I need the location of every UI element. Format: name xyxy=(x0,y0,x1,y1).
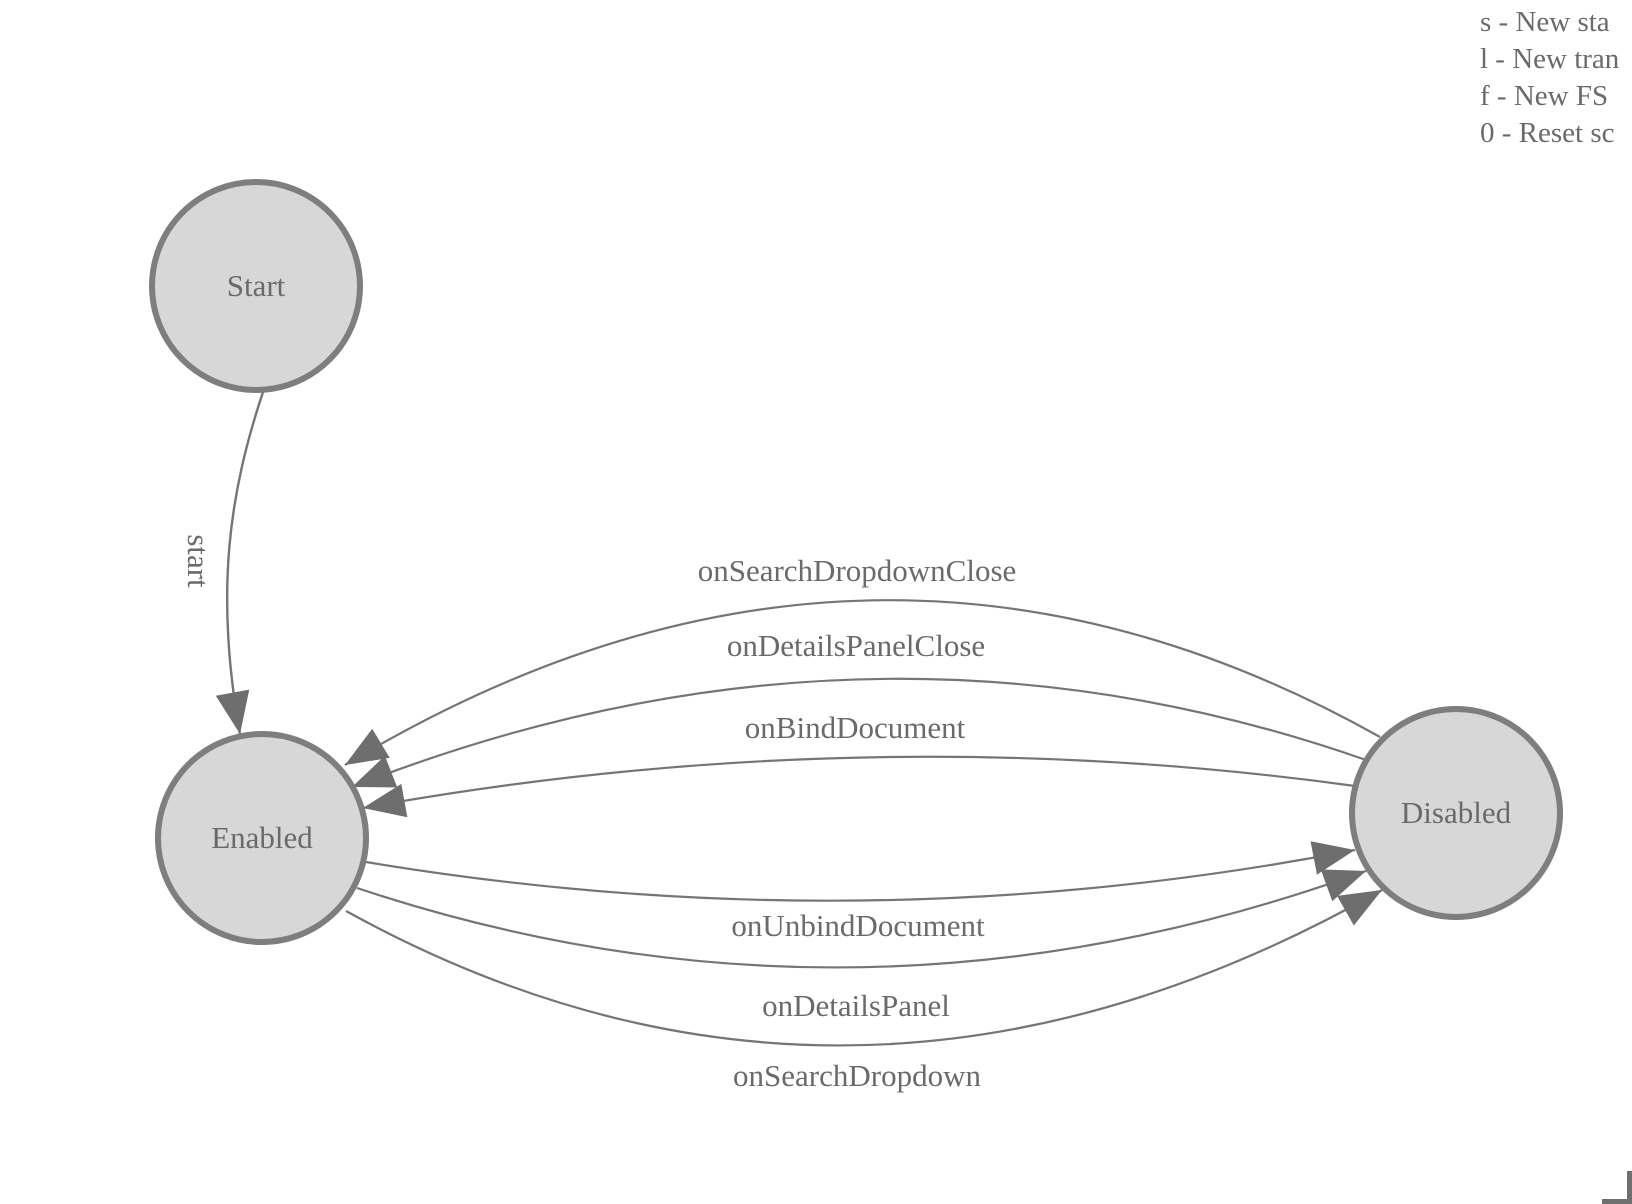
corner-bracket-vertical xyxy=(1627,1171,1632,1204)
state-label: Disabled xyxy=(1400,795,1512,830)
edge-onUnbindDocument xyxy=(365,841,1356,902)
edge-onDetailsPanel xyxy=(356,869,1367,969)
edge-label-onDetailsPanel: onDetailsPanel xyxy=(762,988,950,1023)
edge-label-onDetailsPanelClose: onDetailsPanelClose xyxy=(726,628,986,663)
state-node-disabled[interactable]: Disabled xyxy=(1349,706,1563,920)
edge-onSearchDropdown xyxy=(345,889,1383,1047)
legend-item: f - New FS xyxy=(1480,80,1609,112)
edge-label-start: start xyxy=(181,534,216,588)
edge-onSearchDropdownClose xyxy=(344,599,1381,766)
legend-item: 0 - Reset sc xyxy=(1480,117,1615,149)
state-node-start[interactable]: Start xyxy=(149,179,363,393)
edge-onBindDocument xyxy=(362,755,1356,818)
edge-onDetailsPanelClose xyxy=(351,677,1367,789)
legend-item: s - New sta xyxy=(1480,6,1610,38)
state-label: Enabled xyxy=(211,820,313,855)
edge-label-onBindDocument: onBindDocument xyxy=(744,710,966,745)
corner-bracket-horizontal xyxy=(1602,1199,1632,1204)
edge-start xyxy=(215,388,266,735)
state-node-enabled[interactable]: Enabled xyxy=(155,731,369,945)
edge-label-onSearchDropdownClose: onSearchDropdownClose xyxy=(697,553,1017,588)
shortcut-legend: s - New sta l - New tran f - New FS 0 - … xyxy=(1480,4,1619,152)
state-label: Start xyxy=(226,268,286,303)
legend-item: l - New tran xyxy=(1480,43,1620,75)
edge-label-onUnbindDocument: onUnbindDocument xyxy=(731,908,985,943)
edge-label-onSearchDropdown: onSearchDropdown xyxy=(733,1058,981,1093)
